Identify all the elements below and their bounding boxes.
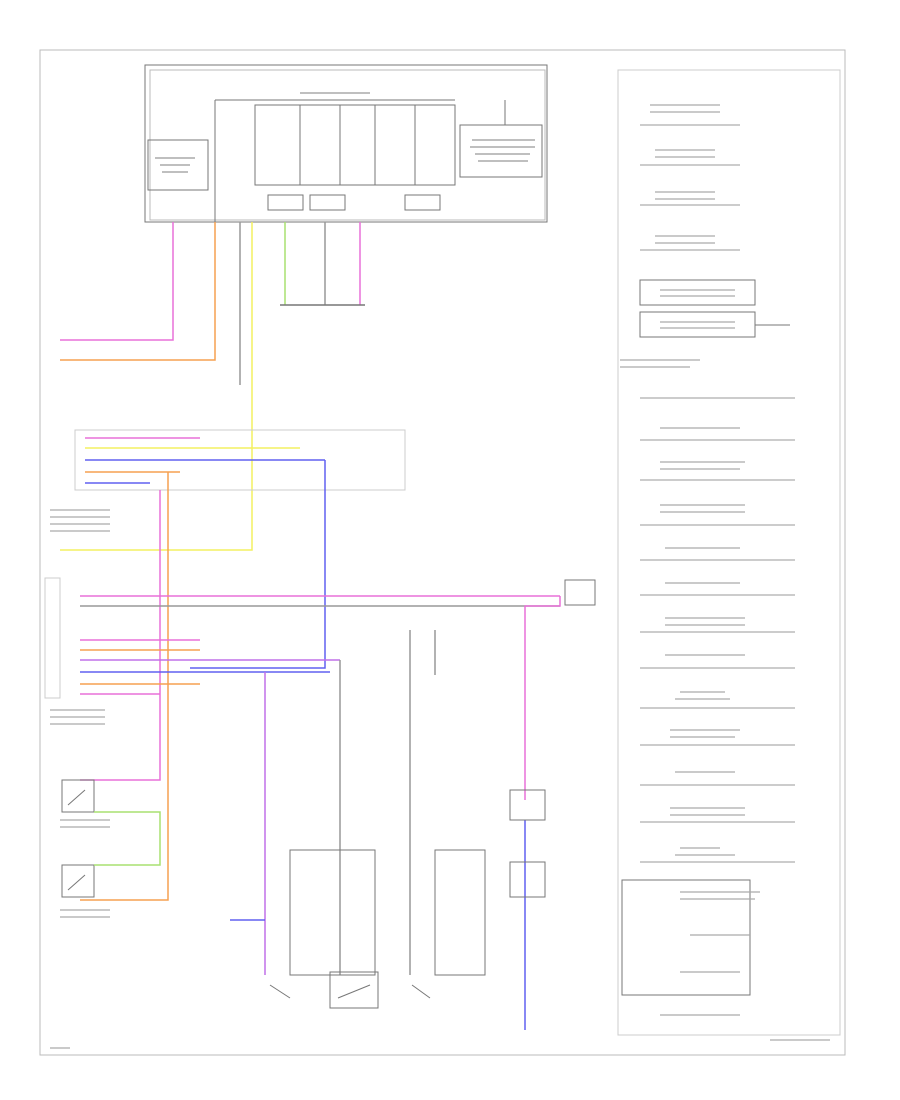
indicator-panel (617, 69, 841, 1036)
wire-pink-1 (60, 222, 174, 341)
door-switches (269, 579, 596, 1009)
left-switches (61, 779, 161, 898)
connector-box-1 (509, 789, 546, 821)
relay-box (564, 579, 596, 606)
left-switch-1 (61, 779, 95, 813)
meter-block-4 (267, 194, 304, 211)
door-switch-box-3 (434, 849, 486, 976)
lamp-box-2 (639, 311, 756, 338)
connector-block (44, 577, 61, 699)
lamp-box-1 (639, 279, 756, 306)
outer-frame (39, 49, 846, 1056)
indicator-labels (620, 104, 830, 1041)
meter-text-marks (155, 92, 535, 173)
wire-orange-1 (60, 222, 216, 361)
bottom-wires (230, 630, 526, 1030)
combination-meter-box (144, 64, 548, 223)
wire-to-right-connector (524, 596, 561, 800)
meter-block-3 (459, 124, 543, 178)
door-switch-box-1 (289, 849, 376, 976)
meter-block-1 (147, 139, 209, 191)
wire-yellow-1 (60, 222, 253, 551)
meter-block-2 (254, 104, 456, 186)
wire-pink-3 (80, 490, 161, 781)
meter-block-5 (309, 194, 346, 211)
wire-orange-2 (80, 472, 169, 901)
connector-box-2 (509, 861, 546, 898)
door-switch-box-2 (329, 971, 379, 1009)
top-wires (60, 222, 365, 551)
mid-connector (74, 429, 406, 901)
wire-blue-1 (190, 460, 326, 669)
wire-labels-left (50, 509, 110, 1049)
lower-connector (44, 577, 561, 800)
lower-right-box (621, 879, 751, 996)
mid-connector-frame (74, 429, 406, 491)
meter-block-6 (404, 194, 441, 211)
left-switch-2 (61, 864, 95, 898)
